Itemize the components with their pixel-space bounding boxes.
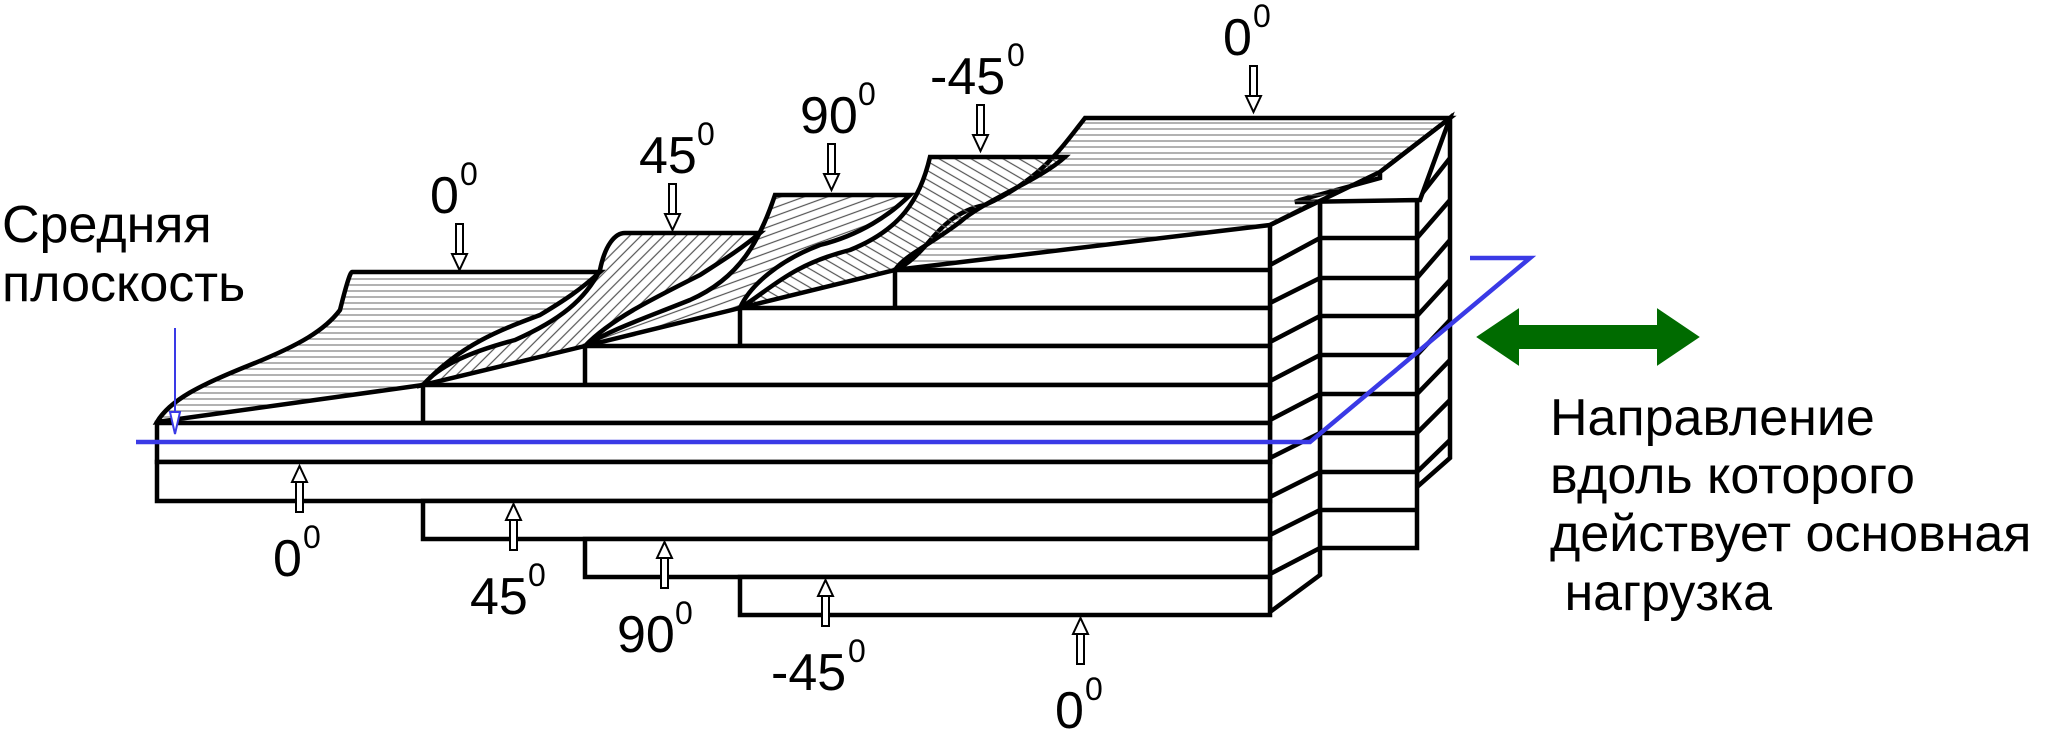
arrow-up-icon [655,539,674,589]
top-angle-labels: 0 0 45 0 90 0 -45 0 0 0 [430,0,1271,225]
mid-plane-outline [136,255,1537,445]
midplane-label-line2: плоскость [2,255,245,313]
bottom-angle-4: -45 [771,644,846,702]
bottom-angle-5-sup: 0 [1085,671,1103,707]
arrow-down-icon [1244,65,1263,115]
side-front-column [1317,197,1420,551]
bottom-angle-labels: 0 0 45 0 90 0 -45 0 0 0 [273,519,1103,739]
top-angle-1-sup: 0 [460,156,478,192]
ply1-top [152,269,606,425]
load-label-line4: нагрузка [1550,564,1772,622]
arrow-down-icon [971,104,990,154]
front-upper-3 [582,343,1273,388]
arrow-down-icon [822,143,841,193]
top-angle-2-sup: 0 [697,116,715,152]
arrow-down-icon [450,223,469,273]
top-angle-1: 0 [430,167,459,225]
bottom-angle-4-sup: 0 [848,633,866,669]
bottom-angle-3-sup: 0 [675,595,693,631]
midplane-label-line1: Средняя [2,196,212,254]
double-arrow-icon [1476,308,1700,366]
ply-top-surfaces [152,115,1457,425]
midplane-arrow-icon [168,328,182,435]
ply4-top [738,154,1071,311]
front-upper-2 [737,305,1273,349]
load-direction-arrow [1476,308,1700,366]
bottom-angle-2: 45 [470,568,528,626]
front-lower-2 [420,498,1273,542]
arrow-up-icon [290,463,309,513]
load-label-line2: вдоль которого [1550,447,1915,505]
top-angle-2: 45 [639,127,697,185]
mid-plane [136,255,1537,445]
top-angle-3: 90 [800,87,858,145]
bottom-angle-1-sup: 0 [303,519,321,555]
arrow-up-icon [504,501,523,551]
top-angle-3-sup: 0 [858,76,876,112]
bottom-angle-2-sup: 0 [528,557,546,593]
ply-front-faces [154,267,1273,618]
bottom-angle-5: 0 [1055,682,1084,739]
front-lower-1 [154,459,1273,504]
top-angle-arrows [168,65,1263,435]
arrow-up-icon [816,577,835,627]
bottom-angle-3: 90 [617,606,675,664]
load-label-line3: действует основная [1550,505,2031,563]
arrow-up-icon [1071,615,1090,665]
top-angle-4: -45 [930,48,1005,106]
front-lower-3 [582,536,1273,580]
ply3-top [583,192,916,349]
midplane-label: Средняя плоскость [2,196,245,313]
top-angle-4-sup: 0 [1007,37,1025,73]
arrow-down-icon [663,183,682,233]
top-angle-5-sup: 0 [1253,0,1271,34]
load-label-line1: Направление [1550,389,1875,447]
bottom-angle-1: 0 [273,530,302,588]
top-angle-5: 0 [1223,9,1252,67]
front-upper-1 [892,267,1273,311]
ply2-top [416,230,767,389]
bottom-angle-arrows [290,463,1090,665]
load-direction-label: Направление вдоль которого действует осн… [1550,389,2031,622]
front-upper-4 [420,382,1273,426]
